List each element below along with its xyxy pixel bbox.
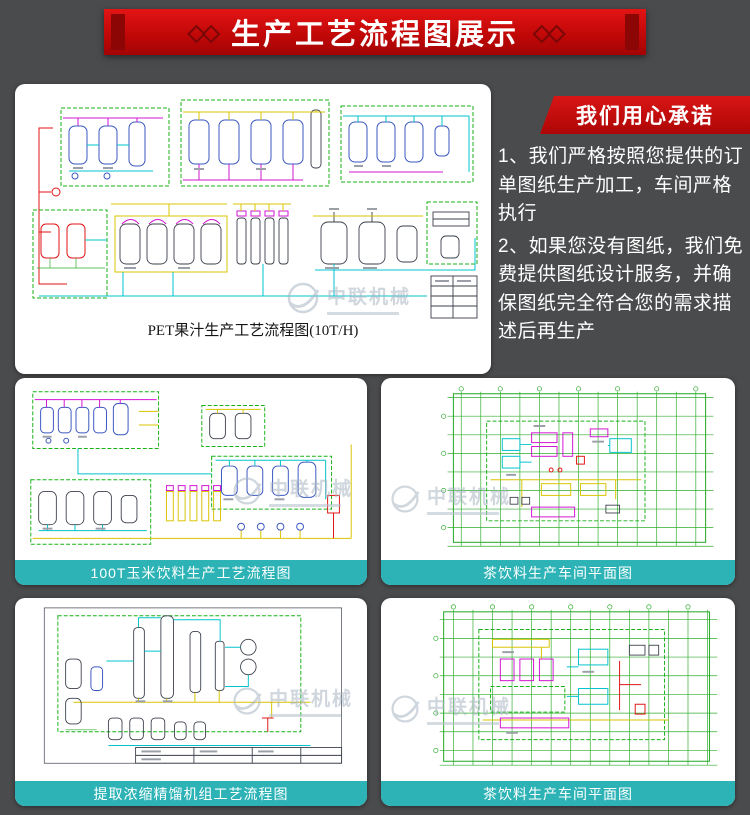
promise-item-2: 2、如果您没有图纸，我们免费提供图纸设计服务，并确保图纸完全符合您的需求描述后再…: [498, 235, 744, 343]
promise-item-1: 1、我们严格按照您提供的订单图纸生产加工，车间严格执行: [498, 146, 744, 224]
pet-flow-caption: PET果汁生产工艺流程图(10T/H): [147, 323, 359, 339]
panel-tea-plan-1: 中联机械 茶饮料生产车间平面图: [381, 378, 735, 585]
diamond-decor-left-icon: ◇◇: [187, 18, 220, 45]
corn-flow-caption: 100T玉米饮料生产工艺流程图: [15, 560, 367, 585]
pet-flow-diagram: [23, 92, 483, 319]
distill-flow-diagram: 中联机械: [15, 598, 367, 781]
diamond-decor-right-icon: ◇◇: [533, 18, 565, 45]
promise-text: 1、我们严格按照您提供的订单图纸生产加工，车间严格执行 2、如果您没有图纸，我们…: [498, 143, 749, 351]
promise-badge: 我们用心承诺: [540, 96, 750, 134]
panel-corn-flow: 中联机械 100T玉米饮料生产工艺流程图: [15, 378, 367, 585]
promise-title: 我们用心承诺: [576, 105, 714, 128]
panel-distill-flow: 中联机械 提取浓缩精馏机组工艺流程图: [15, 598, 367, 806]
panel-pet-flow: PET果汁生产工艺流程图(10T/H) 中联机械: [15, 84, 491, 374]
tea-plan-2-diagram: 中联机械: [381, 598, 735, 781]
title-banner: ◇◇ 生产工艺流程图展示 ◇◇: [104, 9, 646, 55]
corn-flow-svg: [30, 391, 352, 545]
tea-plan-2-caption: 茶饮料生产车间平面图: [381, 781, 735, 806]
panel-tea-plan-2: 中联机械 茶饮料生产车间平面图: [381, 598, 735, 806]
distill-flow-svg: [43, 607, 343, 764]
tea-plan-1-caption: 茶饮料生产车间平面图: [381, 560, 735, 585]
pet-flow-svg: [32, 99, 478, 319]
tea-plan-2-svg: [433, 604, 718, 766]
distill-flow-caption: 提取浓缩精馏机组工艺流程图: [15, 781, 367, 806]
tea-plan-1-diagram: 中联机械: [381, 378, 735, 560]
corn-flow-diagram: 中联机械: [15, 378, 367, 560]
tea-plan-1-svg: [441, 386, 714, 547]
page-title: 生产工艺流程图展示: [230, 19, 519, 51]
